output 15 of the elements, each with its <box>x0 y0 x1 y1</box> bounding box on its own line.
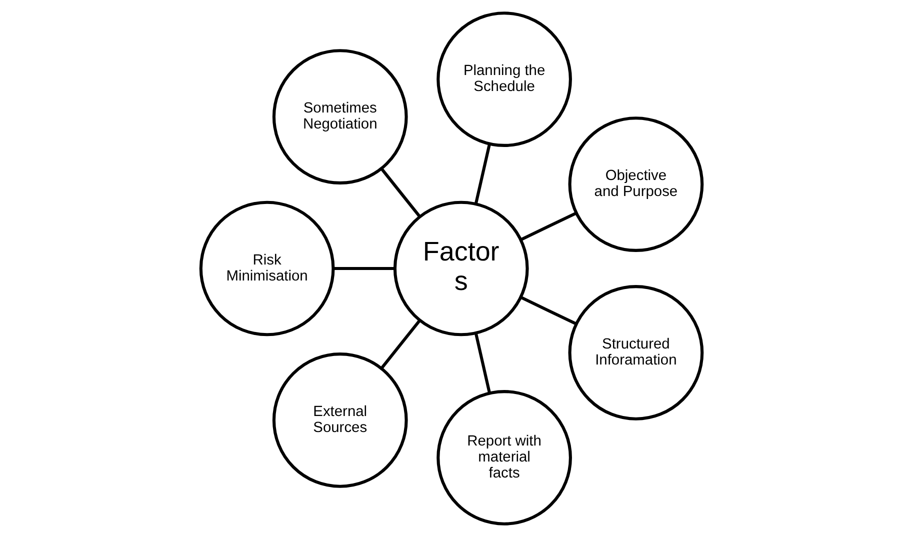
connector <box>474 332 492 394</box>
node-circle: Report with material facts <box>436 390 572 526</box>
connector <box>380 168 422 218</box>
node-circle: External Sources <box>272 352 408 488</box>
node-circle: Objective and Purpose <box>568 116 704 252</box>
connector <box>520 212 577 242</box>
connector <box>333 266 395 270</box>
connector <box>520 296 577 326</box>
node-circle: Planning the Schedule <box>436 12 572 147</box>
node-circle: Structured Inforamation <box>568 285 704 420</box>
node-circle: Sometimes Negotiation <box>272 49 408 184</box>
connector <box>380 319 422 370</box>
node-circle: Factor s <box>393 200 529 336</box>
node-circle: Risk Minimisation <box>199 200 335 336</box>
connector <box>474 144 492 204</box>
